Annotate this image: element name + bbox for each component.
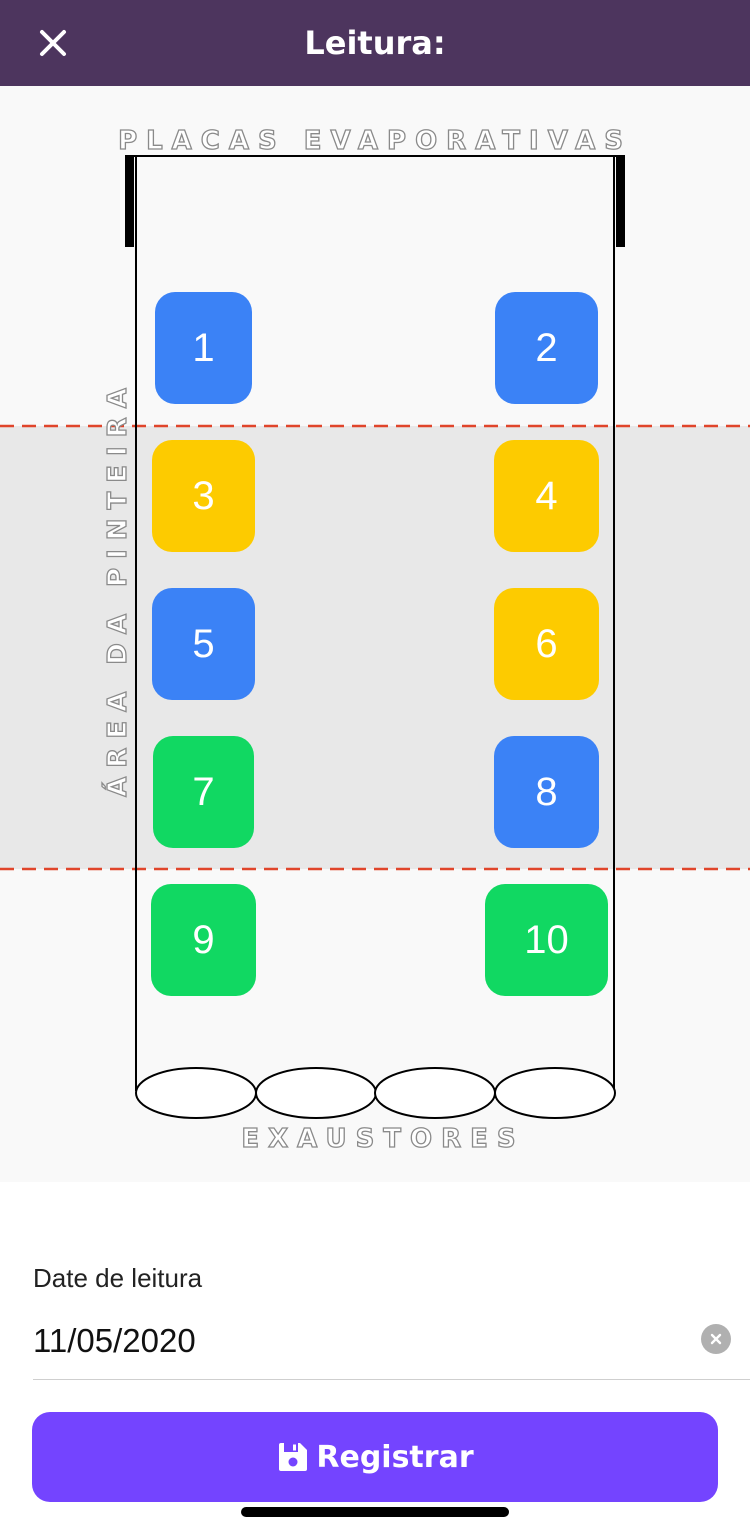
bottom-label: EXAUSTORES	[241, 1124, 524, 1154]
close-button[interactable]	[28, 18, 78, 68]
side-label: ÁREA DA PINTEIRA	[101, 379, 133, 797]
sensor-10[interactable]: 10	[485, 884, 608, 996]
sensor-4[interactable]: 4	[494, 440, 599, 552]
home-indicator	[241, 1507, 509, 1517]
register-button[interactable]: Registrar	[32, 1412, 718, 1502]
page-title: Leitura:	[304, 24, 446, 62]
diagram-drawing: PLACAS EVAPORATIVAS EXAUSTORES ÁREA DA P…	[0, 125, 750, 1155]
close-icon	[40, 30, 66, 56]
exhaust-fan-3	[374, 1067, 496, 1119]
field-divider	[33, 1379, 750, 1380]
greenhouse-diagram: PLACAS EVAPORATIVAS EXAUSTORES ÁREA DA P…	[0, 86, 750, 1182]
register-button-label: Registrar	[316, 1439, 474, 1475]
exhaust-fan-2	[255, 1067, 377, 1119]
evaporative-plate-left	[125, 155, 134, 247]
sensor-5[interactable]: 5	[152, 588, 255, 700]
date-input[interactable]	[33, 1318, 673, 1364]
top-label: PLACAS EVAPORATIVAS	[118, 126, 632, 156]
sensor-3[interactable]: 3	[152, 440, 255, 552]
sensor-2[interactable]: 2	[495, 292, 598, 404]
sensor-7[interactable]: 7	[153, 736, 254, 848]
clear-circle-icon	[710, 1333, 722, 1345]
sensor-1[interactable]: 1	[155, 292, 252, 404]
exhaust-fan-4	[494, 1067, 616, 1119]
sensor-6[interactable]: 6	[494, 588, 599, 700]
evaporative-plate-right	[616, 155, 625, 247]
clear-date-button[interactable]	[701, 1324, 731, 1354]
save-icon	[279, 1443, 308, 1471]
exhaust-fan-1	[135, 1067, 257, 1119]
sensor-8[interactable]: 8	[494, 736, 599, 848]
date-field-label: Date de leitura	[33, 1263, 203, 1293]
painting-zone	[0, 426, 750, 869]
header-bar: Leitura:	[0, 0, 750, 86]
sensor-9[interactable]: 9	[151, 884, 256, 996]
